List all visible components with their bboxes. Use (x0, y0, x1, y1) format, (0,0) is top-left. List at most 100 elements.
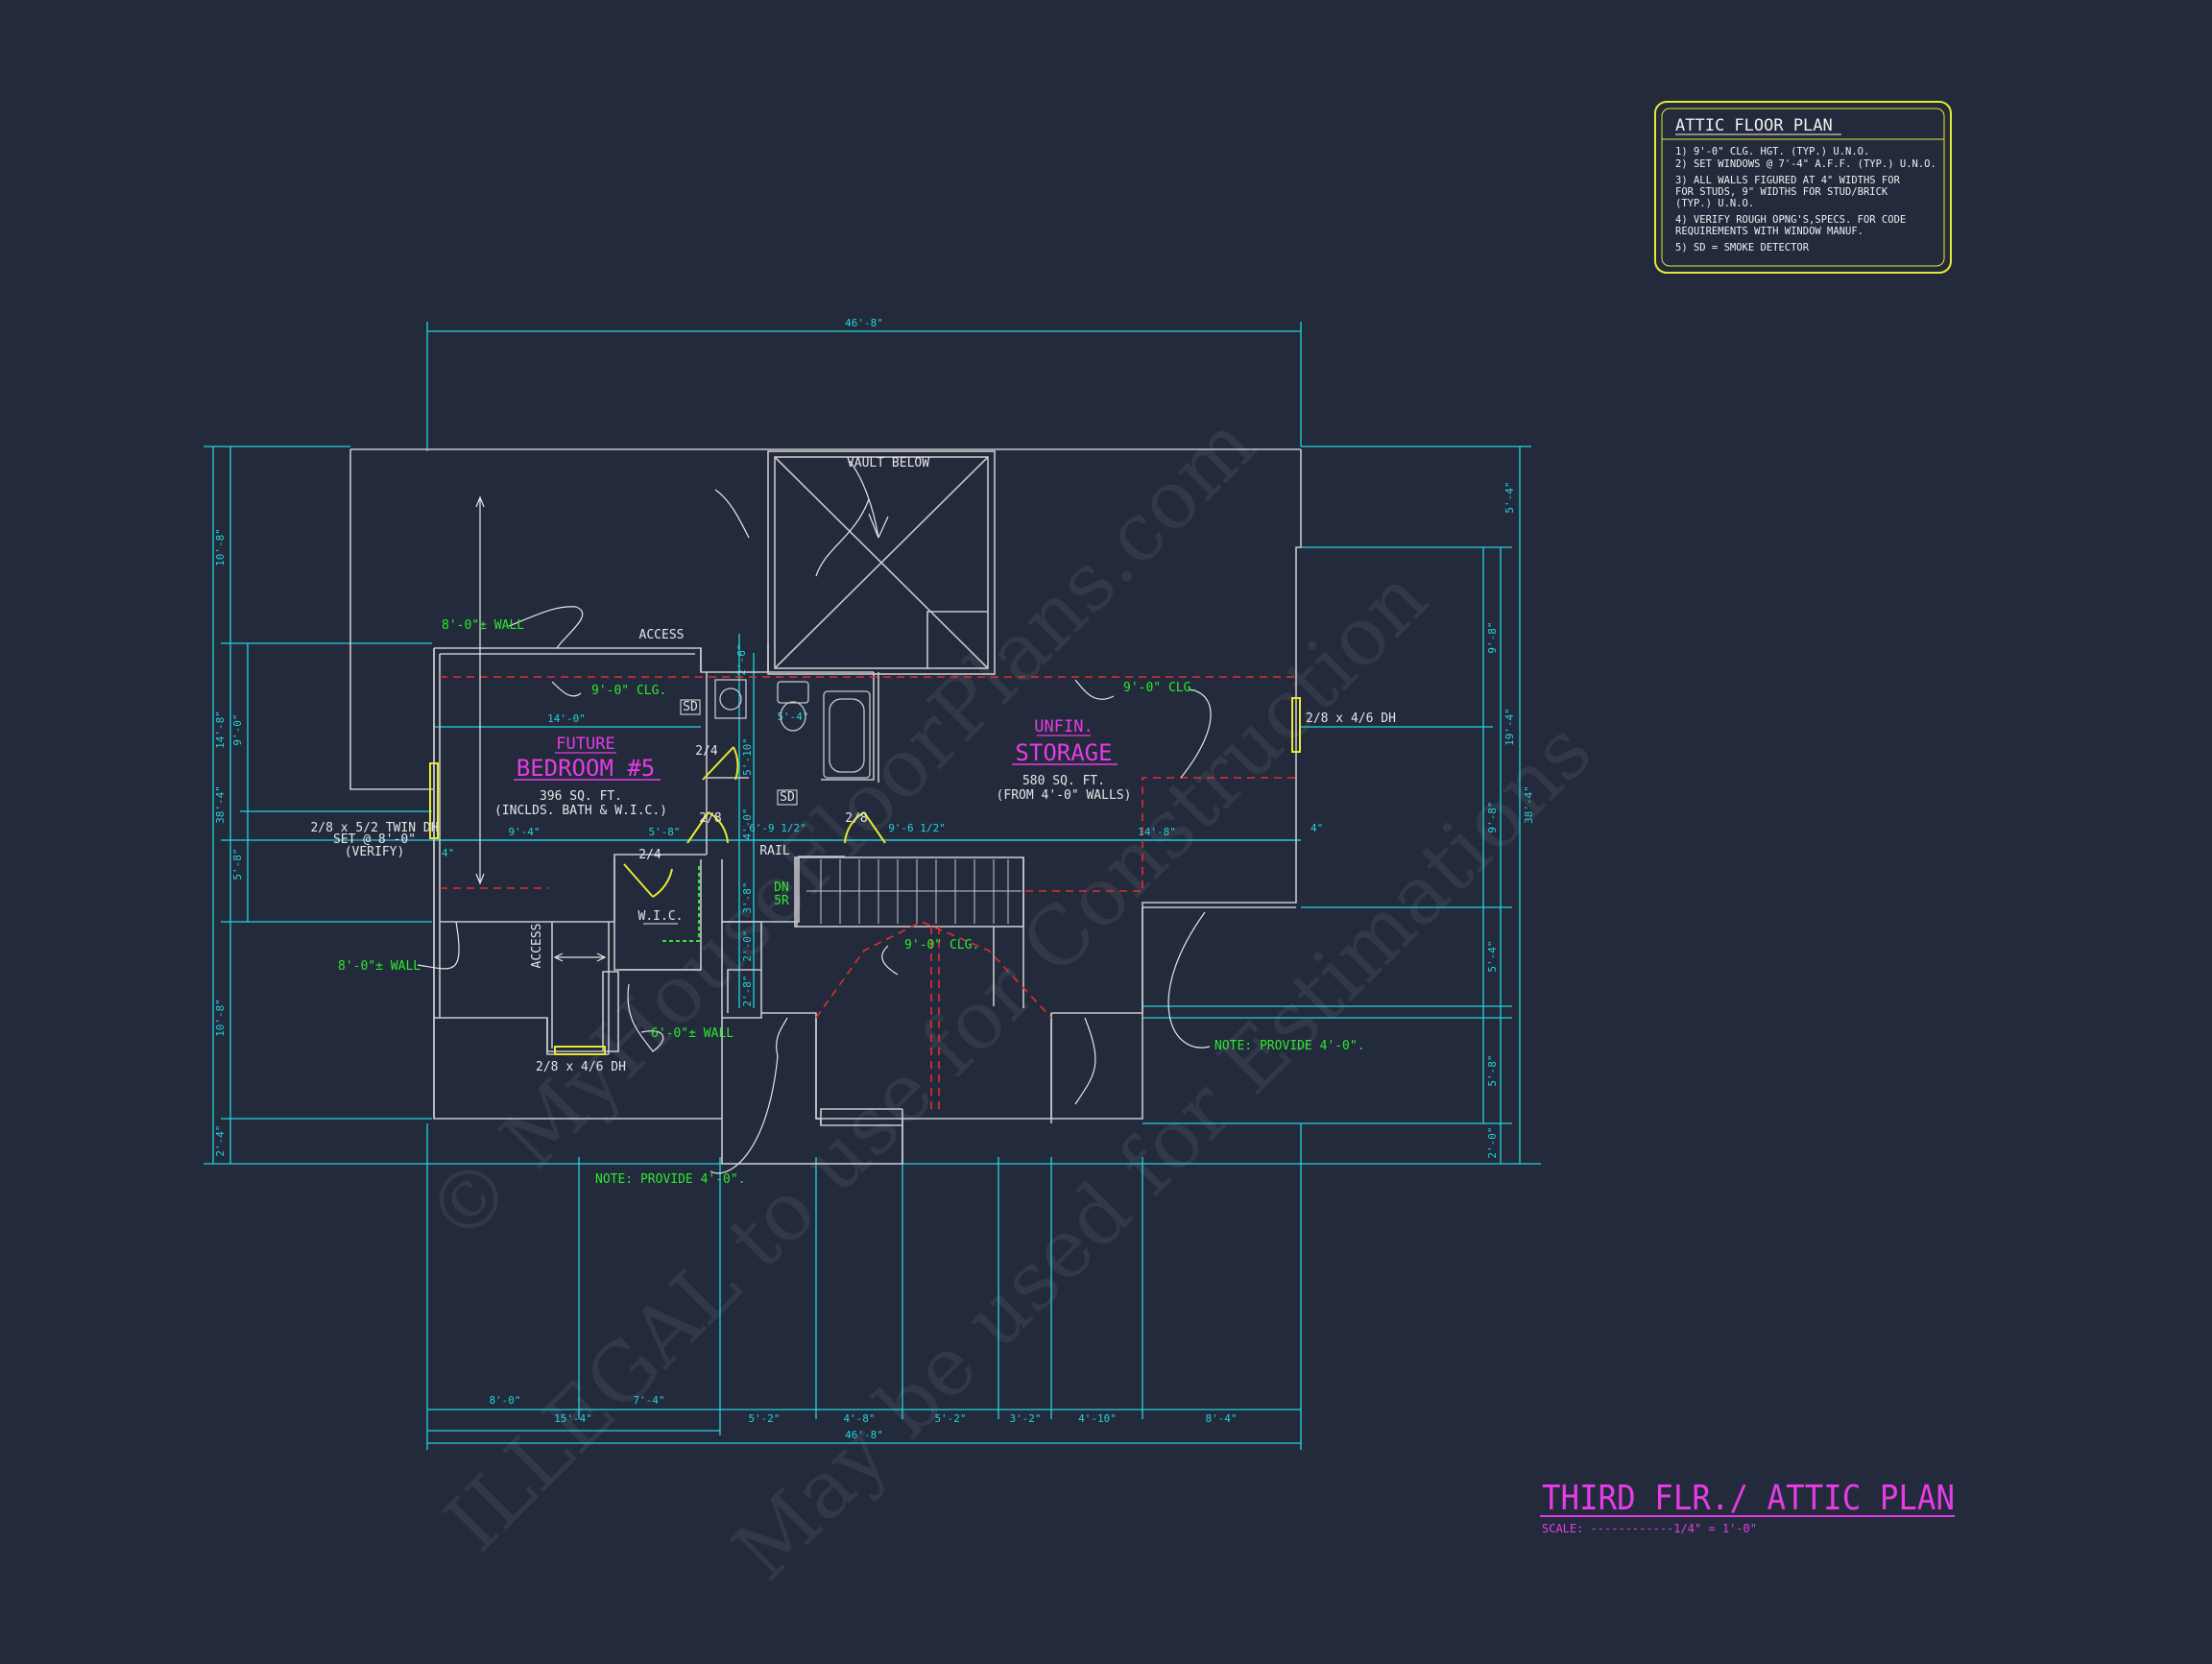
dim-bottom-seg: 8'-0" (489, 1394, 520, 1407)
note-line: 3) ALL WALLS FIGURED AT 4" WIDTHS FOR (1675, 175, 1901, 186)
smoke-detector-label: SD (780, 790, 795, 805)
bedroom-label-1: FUTURE (556, 735, 614, 754)
dim-bottom-sub: 15'-4" (554, 1412, 592, 1425)
doors (623, 746, 886, 898)
note-line: REQUIREMENTS WITH WINDOW MANUF. (1675, 226, 1863, 237)
dim-right: 2'-0" (1486, 1126, 1499, 1158)
access-top-label: ACCESS (639, 628, 685, 642)
dim-right-overall: 38'-4" (1523, 785, 1535, 824)
dim-left: 10'-8" (214, 999, 227, 1037)
window-label-bottom: 2/8 x 4/6 DH (536, 1060, 626, 1074)
rail-label: RAIL (759, 844, 789, 858)
leader-lines (417, 460, 1212, 1174)
attic-notes-box: ATTIC FLOOR PLAN 1) 9'-0" CLG. HGT. (TYP… (1654, 101, 1952, 274)
plan-scale: SCALE: ------------1/4" = 1'-0" (1542, 1522, 1757, 1535)
wall-note-six: 6'-0"± WALL (651, 1026, 733, 1041)
dim-left: 9'-0" (231, 713, 244, 745)
dimension-lines (204, 322, 1541, 1450)
room-labels: FUTURE BEDROOM #5 396 SQ. FT. (INCLDS. B… (494, 456, 1131, 968)
window-labels: 2/8 x 5/2 TWIN DH SET @ 8'-0" (VERIFY) 2… (310, 711, 1395, 1074)
wic-shelf (661, 866, 700, 942)
clg-note-bedroom: 9'-0" CLG. (591, 684, 666, 698)
smoke-detector-label: SD (683, 700, 698, 714)
dim-left: 14'-8" (214, 711, 227, 749)
dim-inner: 9'-6 1/2" (888, 822, 946, 834)
dim-inner: 3'-8" (741, 881, 754, 913)
notes-box-outer (1654, 101, 1952, 274)
note-line: 1) 9'-0" CLG. HGT. (TYP.) U.N.O. (1675, 146, 1869, 157)
smoke-detector-box (680, 699, 701, 715)
dim-inner: 4'-0" (741, 808, 754, 839)
dim-inner: 2'-6" (735, 643, 748, 675)
dim-inner: 2'-8" (741, 975, 754, 1006)
dim-inner: 2'-0" (741, 929, 754, 961)
dim-right: 9'-8" (1486, 621, 1499, 653)
clg-note-stair: 9'-0" CLG. (904, 938, 979, 953)
note-line: 2) SET WINDOWS @ 7'-4" A.F.F. (TYP.) U.N… (1675, 158, 1936, 170)
storage-label-1: UNFIN. (1034, 717, 1093, 736)
stair-treads (806, 859, 1022, 924)
windows (429, 697, 1301, 1055)
door-label: 2/4 (695, 744, 718, 759)
window-label-left-2: SET @ 8'-0" (333, 832, 416, 847)
note-line: 4) VERIFY ROUGH OPNG'S,SPECS. FOR CODE (1675, 214, 1906, 226)
dim-inner: 4" (1310, 822, 1323, 834)
storage-area: 580 SQ. FT. (1022, 774, 1105, 788)
dim-left: 2'-4" (214, 1124, 227, 1156)
bath-fixtures (714, 679, 871, 779)
bedroom-sub: (INCLDS. BATH & W.I.C.) (494, 804, 667, 818)
dim-bottom-seg: 4'-8" (843, 1412, 875, 1425)
window-label-right: 2/8 x 4/6 DH (1306, 711, 1396, 726)
dim-right: 5'-8" (1486, 1054, 1499, 1086)
dim-left-overall: 38'-4" (214, 785, 227, 824)
dim-inner: 5'-4" (777, 711, 808, 723)
dim-right: 19'-4" (1503, 708, 1516, 746)
dim-bottom-seg: 3'-2" (1009, 1412, 1041, 1425)
wall-note-top: 8'-0"± WALL (442, 618, 524, 633)
dimension-labels: 46'-8" 46'-8" 8'-0" 7'-4" 5'-2" 4'-8" 5'… (214, 317, 1535, 1441)
window-label-left-3: (VERIFY) (345, 845, 405, 859)
dim-bottom-seg: 5'-2" (748, 1412, 780, 1425)
access-side-label: ACCESS (530, 924, 544, 969)
door-label: 2/4 (638, 848, 661, 862)
stair-dn-label: DN (774, 880, 789, 895)
wall-note-left: 8'-0"± WALL (338, 959, 421, 974)
green-notes: 8'-0"± WALL 8'-0"± WALL 6'-0"± WALL 9'-0… (338, 618, 1365, 1187)
provide-note-left: NOTE: PROVIDE 4'-0". (595, 1172, 746, 1187)
dim-left: 10'-8" (214, 528, 227, 567)
dim-bottom-seg: 4'-10" (1078, 1412, 1117, 1425)
dim-inner: 4" (442, 847, 454, 859)
storage-sub: (FROM 4'-0" WALLS) (997, 788, 1132, 803)
dim-right: 5'-4" (1486, 940, 1499, 972)
clg-note-storage: 9'-0" CLG. (1123, 681, 1198, 695)
ceiling-break-lines (440, 676, 1296, 1109)
note-line: 5) SD = SMOKE DETECTOR (1675, 242, 1810, 253)
provide-note-right: NOTE: PROVIDE 4'-0". (1214, 1039, 1365, 1053)
dim-bottom-seg: 5'-2" (934, 1412, 966, 1425)
plan-title-block: THIRD FLR./ ATTIC PLAN SCALE: ----------… (1540, 1479, 1955, 1535)
vault-label: VAULT BELOW (847, 456, 929, 470)
dim-inner: 5'-10" (741, 737, 754, 776)
bedroom-area: 396 SQ. FT. (540, 789, 622, 804)
note-line: FOR STUDS, 9" WIDTHS FOR STUD/BRICK (1675, 186, 1888, 198)
bedroom-label-2: BEDROOM #5 (517, 755, 656, 782)
dim-left: 5'-8" (231, 848, 244, 880)
plan-title: THIRD FLR./ ATTIC PLAN (1542, 1479, 1955, 1518)
dim-inner: 14'-8" (1138, 826, 1176, 838)
dim-bottom-overall: 46'-8" (845, 1429, 883, 1441)
dim-right: 5'-4" (1503, 481, 1516, 513)
window-label-left: 2/8 x 5/2 TWIN DH (310, 821, 438, 835)
walls (349, 448, 1302, 1165)
smoke-detector-box (777, 789, 798, 806)
dim-inner: 5'-8" (648, 826, 680, 838)
dim-inner: 9'-4" (508, 826, 540, 838)
note-line: (TYP.) U.N.O. (1675, 198, 1754, 209)
dim-inner: 6'-9 1/2" (749, 822, 806, 834)
storage-label-2: STORAGE (1015, 739, 1112, 766)
notes-title: ATTIC FLOOR PLAN (1675, 116, 1833, 135)
door-labels: 2/4 2/8 2/8 2/4 (638, 744, 867, 862)
wic-label: W.I.C. (638, 909, 684, 924)
door-label: 2/8 (845, 811, 867, 826)
